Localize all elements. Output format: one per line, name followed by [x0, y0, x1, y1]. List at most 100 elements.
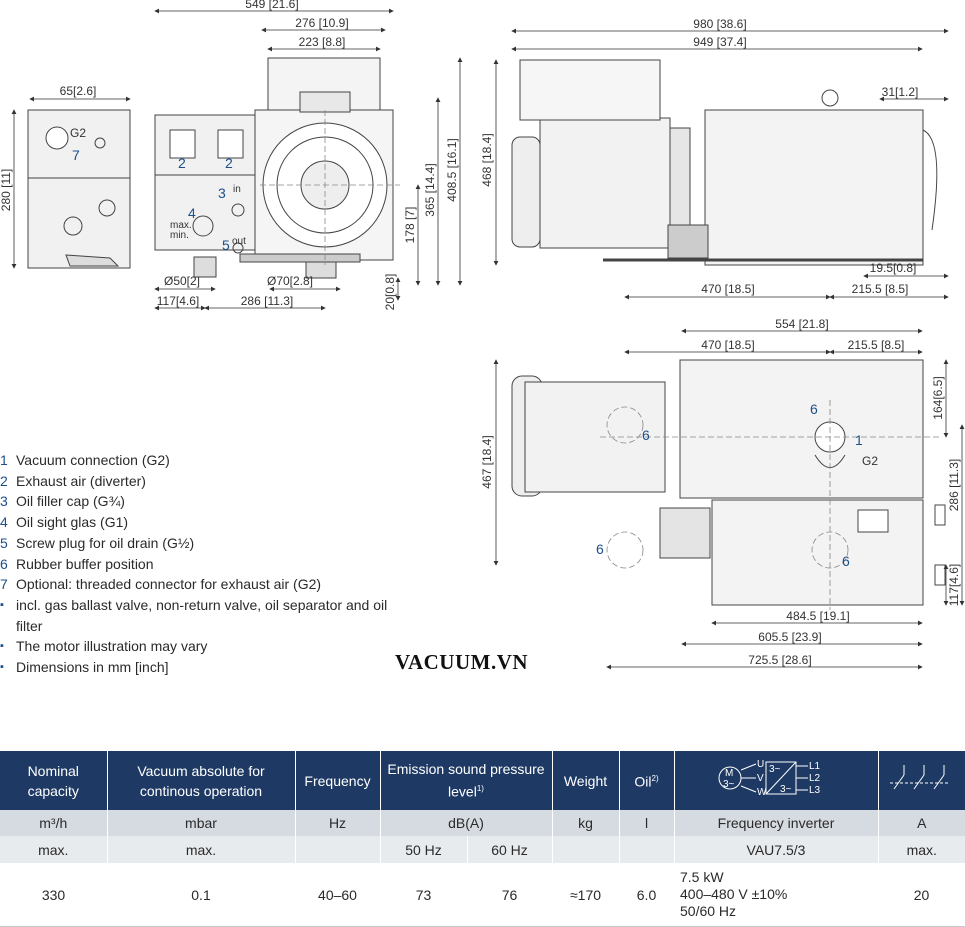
callout-6a: 6	[810, 401, 818, 417]
legend-item: ▪ incl. gas ballast valve, non-return val…	[0, 595, 390, 636]
label-in: in	[233, 184, 241, 195]
callout-6b: 6	[642, 427, 650, 443]
callout-5: 5	[222, 237, 230, 253]
dim-117: 117[4.6]	[157, 294, 199, 308]
dim-20: 20[0.8]	[383, 274, 397, 311]
plan-view	[511, 359, 946, 606]
label-max: max.	[170, 220, 192, 231]
value-inverter: 7.5 kW 400–480 V ±10% 50/60 Hz	[674, 863, 878, 927]
callout-6c: 6	[596, 541, 604, 557]
legend-marker: 1	[0, 452, 8, 468]
header-capacity: Nominal capacity	[0, 751, 108, 810]
legend-item: ▪ Dimensions in mm [inch]	[0, 657, 390, 678]
legend-text: Dimensions in mm [inch]	[16, 659, 169, 676]
dim-605: 605.5 [23.9]	[758, 630, 821, 644]
dim-19: 19.5[0.8]	[870, 261, 917, 275]
legend-text: Vacuum connection (G2)	[16, 452, 170, 468]
dim-467: 467 [18.4]	[480, 435, 494, 488]
unit-vacuum: mbar	[107, 810, 296, 836]
dim-408: 408.5 [16.1]	[445, 138, 459, 201]
unit-current: A	[878, 810, 965, 836]
legend-item: 4 Oil sight glas (G1)	[0, 512, 390, 533]
dim-223: 223 [8.8]	[299, 35, 346, 49]
dim-725: 725.5 [28.6]	[748, 653, 811, 667]
circuit-v: V	[757, 773, 764, 784]
circuit-l2: L2	[809, 773, 821, 784]
header-sound: Emission sound pressure level1)	[380, 751, 553, 810]
header-inverter: M 3~ U V W 3~ 3~ L1 L2 L3	[674, 751, 879, 810]
value-frequency: 40–60	[295, 863, 380, 927]
legend-marker: ▪	[0, 640, 4, 653]
legend-marker: 4	[0, 514, 8, 531]
legend-marker: ▪	[0, 661, 4, 674]
legend-item: 1 Vacuum connection (G2)	[0, 450, 390, 471]
dim-484: 484.5 [19.1]	[786, 609, 849, 623]
callout-6d: 6	[842, 553, 850, 569]
header-oil: Oil2)	[619, 751, 675, 810]
dim-276: 276 [10.9]	[295, 16, 348, 30]
header-current	[878, 751, 965, 810]
circuit-out: 3~	[780, 784, 792, 795]
side-view	[27, 109, 131, 269]
legend-marker: 7	[0, 576, 8, 593]
dim-215-plan: 215.5 [8.5]	[848, 338, 905, 352]
header-oil-label: Oil	[634, 773, 652, 790]
legend-text: Oil filler cap (G¾)	[16, 493, 125, 510]
legend-text: incl. gas ballast valve, non-return valv…	[16, 596, 388, 634]
sub-capacity: max.	[0, 836, 108, 863]
dim-d70: Ø70[2.8]	[267, 274, 313, 288]
value-oil: 6.0	[619, 863, 674, 927]
circuit-in: 3~	[769, 764, 781, 775]
unit-oil: l	[619, 810, 675, 836]
inverter-power: 7.5 kW	[680, 869, 724, 885]
sub-weight	[552, 836, 620, 863]
sub-current: max.	[878, 836, 965, 863]
dim-d50: Ø50[2]	[164, 274, 200, 288]
header-row: Nominal capacity Vacuum absolute for con…	[0, 751, 965, 810]
callout-1: 1	[855, 432, 863, 448]
header-weight: Weight	[552, 751, 620, 810]
dim-365: 365 [14.4]	[423, 163, 437, 216]
legend-item: 5 Screw plug for oil drain (G½)	[0, 533, 390, 554]
technical-drawing: 549 [21.6] 276 [10.9] 223 [8.8] 65[2.6] …	[0, 0, 965, 670]
value-row: 330 0.1 40–60 73 76 ≈170 6.0 7.5 kW 400–…	[0, 863, 965, 927]
elevation-view	[511, 59, 938, 266]
value-sound-60: 76	[467, 863, 552, 927]
legend-marker: 6	[0, 555, 8, 572]
label-g2-plan: G2	[862, 454, 878, 468]
unit-inverter: Frequency inverter	[674, 810, 879, 836]
legend-marker: 5	[0, 534, 8, 551]
header-vacuum: Vacuum absolute for continous operation	[107, 751, 296, 810]
dim-65: 65[2.6]	[60, 84, 97, 98]
callout-3: 3	[218, 185, 226, 201]
sub-inverter: VAU7.5/3	[674, 836, 879, 863]
legend-marker: 2	[0, 472, 8, 489]
legend-marker: ▪	[0, 598, 4, 611]
header-frequency: Frequency	[295, 751, 381, 810]
dim-470-top: 470 [18.5]	[701, 282, 754, 296]
watermark: VACUUM.VN	[395, 650, 529, 674]
sub-oil	[619, 836, 675, 863]
dim-980: 980 [38.6]	[693, 17, 746, 31]
spec-table: Nominal capacity Vacuum absolute for con…	[0, 751, 965, 927]
value-capacity: 330	[0, 863, 107, 927]
unit-frequency: Hz	[295, 810, 381, 836]
circuit-u: U	[757, 759, 764, 770]
callout-4: 4	[188, 205, 196, 221]
dim-554: 554 [21.8]	[775, 317, 828, 331]
dim-215-top: 215.5 [8.5]	[852, 282, 909, 296]
circuit-l3: L3	[809, 785, 821, 796]
value-weight: ≈170	[552, 863, 619, 927]
legend-item: ▪The motor illustration may vary	[0, 636, 390, 657]
callout-2b: 2	[225, 155, 233, 171]
legend-text: Screw plug for oil drain (G½)	[16, 534, 195, 551]
inverter-voltage: 400–480 V ±10%	[680, 886, 788, 902]
circuit-w: W	[757, 787, 767, 798]
dim-470-plan: 470 [18.5]	[701, 338, 754, 352]
legend-text: Oil sight glas (G1)	[16, 514, 129, 531]
dim-949: 949 [37.4]	[693, 35, 746, 49]
inverter-frequency: 50/60 Hz	[680, 903, 737, 919]
